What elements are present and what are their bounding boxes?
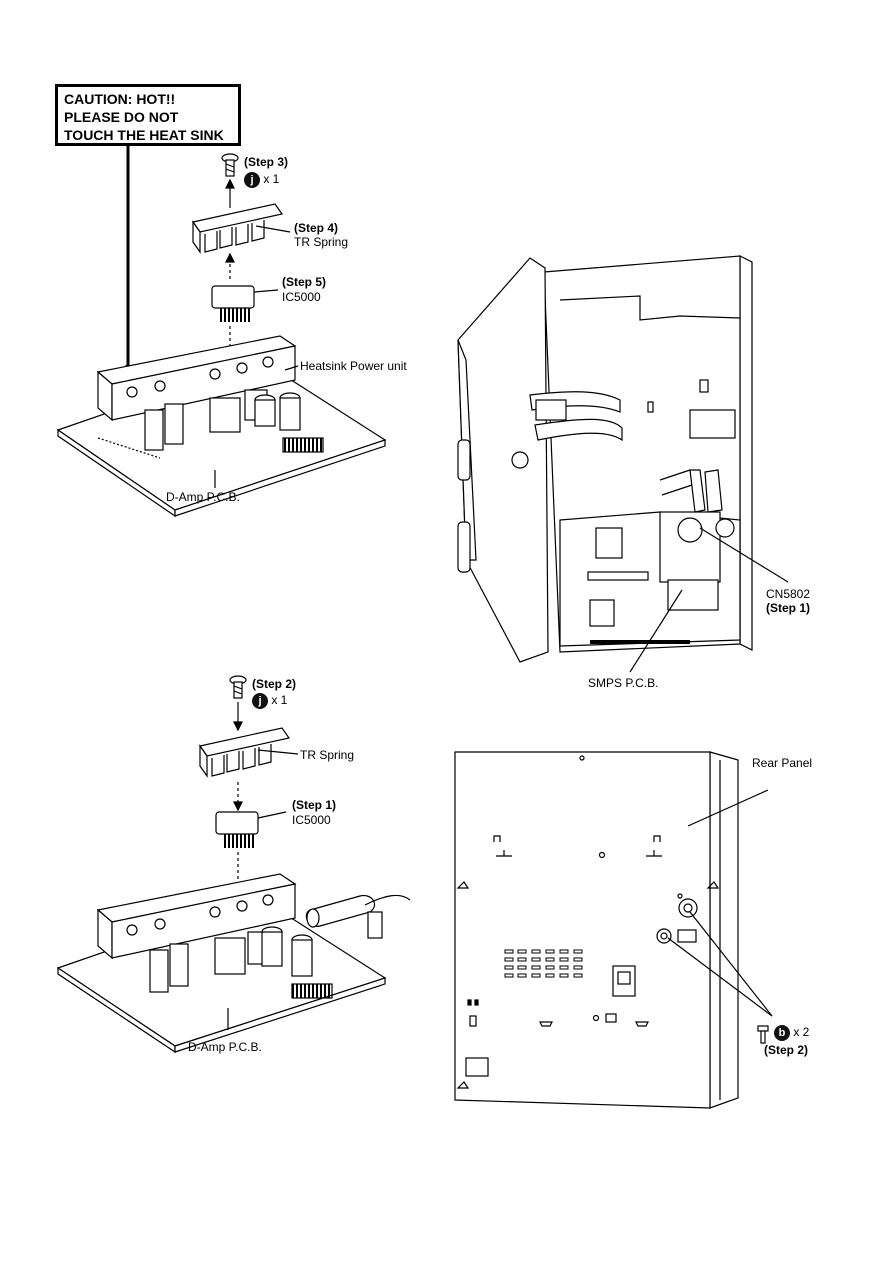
soldering-iron-icon [305,894,411,939]
screw-b-badge: b [774,1025,790,1041]
vent-grid [504,949,583,978]
smps-pcb-label: SMPS P.C.B. [588,676,659,690]
heatsink-label: Heatsink Power unit [300,359,407,373]
cn5802-label: CN5802 [766,587,811,601]
caution-line-1: CAUTION: HOT!! [64,91,176,107]
heatsink-top [96,335,324,459]
screw-callout-bottom: j x 1 [252,693,287,709]
screw-qty-3: x 2 [793,1025,810,1040]
tr-spring-bottom [198,727,291,778]
d-amp-pcb-label: D-Amp P.C.B. [166,490,240,504]
ic5000-bottom [215,811,259,848]
heatsink-bottom [96,873,333,999]
step5-label: (Step 5) [282,275,327,289]
screw-icon-3 [757,1025,769,1044]
top-right-chassis [457,255,789,673]
screw-icon-2 [229,675,247,699]
caution-line-3: TOUCH THE HEAT SINK [64,127,224,143]
step2-label: (Step 2) [252,677,297,691]
tr-spring-label-2: TR Spring [300,748,355,762]
screw-j-badge: j [244,172,260,188]
step1-label-right: (Step 1) [766,601,811,615]
bottom-left-assembly [56,675,411,1054]
tr-spring-top [191,203,284,254]
ic5000-label-2: IC5000 [292,813,331,827]
screw-callout-top: j x 1 [244,172,279,188]
ic5000-top [211,285,255,322]
rear-panel-label: Rear Panel [752,756,813,770]
screw-icon [221,153,239,177]
d-amp-pcb-top [56,359,387,518]
screw-callout-rear: b x 2 [774,1025,809,1041]
step4-label: (Step 4) [294,221,339,235]
screw-j-badge-2: j [252,693,268,709]
d-amp-pcb-label-2: D-Amp P.C.B. [188,1040,262,1054]
tr-spring-label: TR Spring [294,235,349,249]
screw-qty: x 1 [263,172,280,187]
ic5000-label: IC5000 [282,290,321,304]
caution-box: CAUTION: HOT!! PLEASE DO NOT TOUCH THE H… [55,84,241,146]
step2-label-rear: (Step 2) [764,1043,809,1057]
step3-label: (Step 3) [244,155,289,169]
screw-qty-2: x 1 [271,693,288,708]
caution-line-2: PLEASE DO NOT [64,109,179,125]
top-left-assembly [56,146,387,518]
step1-label: (Step 1) [292,798,337,812]
bottom-right-rear [454,751,773,1109]
